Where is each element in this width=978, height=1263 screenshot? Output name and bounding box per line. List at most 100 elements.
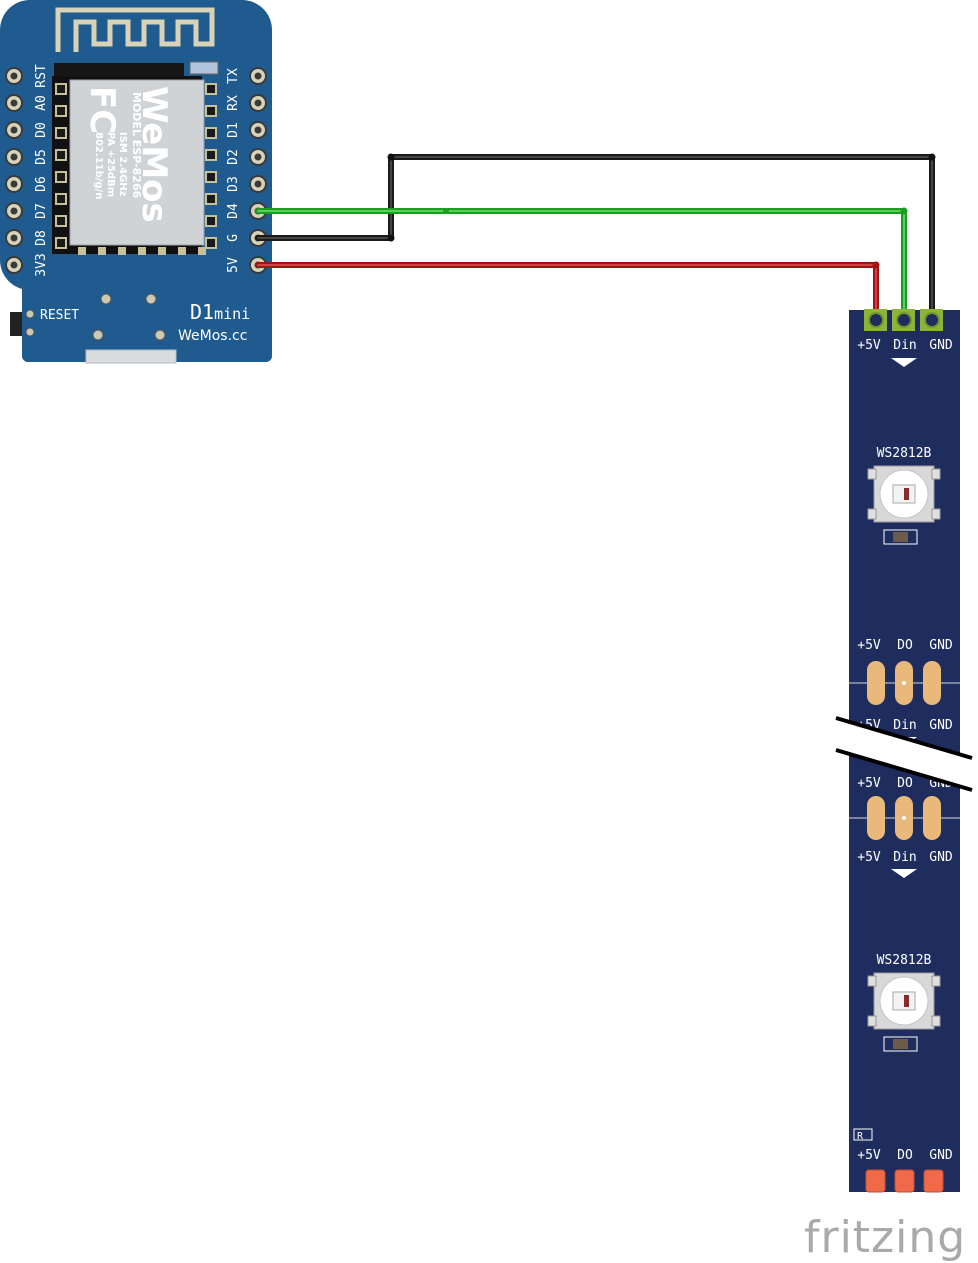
pad-gnd[interactable] [924,312,940,328]
left-pin-label: D0 [34,122,49,138]
module-wifi: 802.11b/g/n [93,132,104,199]
module-pad [205,171,217,183]
strip-pin-label: DO [897,1148,913,1163]
module-pad [138,247,146,255]
solder-pad[interactable] [923,796,941,840]
reset-label: RESET [40,308,79,323]
strip-pin-label: GND [929,338,953,353]
strip-pin-label: GND [929,638,953,653]
led-label: WS2812B [877,953,932,968]
module-pa: PA +25dBm [105,132,116,197]
module-pad [78,247,86,255]
led-lead [931,508,941,520]
led-label: WS2812B [877,446,932,461]
usb-port[interactable] [85,349,177,364]
reset-button[interactable] [10,312,22,336]
strip-pin-label: GND [929,718,953,733]
module-pad [55,237,67,249]
module-pad [55,193,67,205]
module-pad [55,83,67,95]
left-pin-label: 3V3 [34,253,49,276]
left-pin-hole [10,207,18,215]
left-pin-label: D7 [34,203,49,219]
led-lead [931,468,941,480]
pad-5v[interactable] [868,312,884,328]
module-pad [205,149,217,161]
board-name-sub: mini [214,305,250,323]
antenna-trace [55,7,215,52]
end-pad-5v[interactable] [865,1169,886,1193]
left-pin-label: D5 [34,149,49,165]
strip-pin-label: DO [897,638,913,653]
module-pad [205,83,217,95]
led-die-core [904,488,909,500]
module-pad [98,247,106,255]
solder-pad[interactable] [923,661,941,705]
module-pad [205,193,217,205]
left-pin-hole [10,72,18,80]
solder-pad[interactable] [867,796,885,840]
board-brand: WeMos.cc [178,328,247,344]
left-pin-hole [10,99,18,107]
strip-pin-label: +5V [857,638,881,653]
left-pin-hole [10,153,18,161]
module-pad [118,247,126,255]
led-die-core [904,995,909,1007]
left-pin-hole [10,261,18,269]
strip-pin-label: +5V [857,338,881,353]
led-lead [867,468,877,480]
module-text-group: WeMos FC MODEL ESP-8266 ISM 2.4GHz PA +2… [82,86,174,223]
right-pin-label: G [226,234,241,242]
module-model: MODEL ESP-8266 [130,92,143,199]
led-lead [867,508,877,520]
module-pad [205,127,217,139]
module-ism: ISM 2.4GHz [117,132,128,197]
strip-pin-label: +5V [857,776,881,791]
right-pin-label: D3 [226,176,241,192]
led-indicator [189,61,219,75]
module-pad [55,105,67,117]
board-name: D1mini [190,300,250,324]
right-pin-hole [254,153,262,161]
left-pin-hole [10,234,18,242]
module-pad [205,237,217,249]
module-side-pads [55,83,217,255]
left-pin-label: D6 [34,176,49,192]
strip-pin-label: GND [929,850,953,865]
module-pad [55,215,67,227]
left-pin-hole [10,180,18,188]
wire-5v-highlight [257,264,877,319]
direction-arrow-top [891,358,917,367]
led-capacitor-body [893,1039,908,1049]
esp-module-shield [69,79,205,246]
led-chips: WS2812B WS2812B [867,446,941,1052]
left-pin-hole [10,126,18,134]
strip-pin-label: +5V [857,850,881,865]
strip-input-pads [864,309,943,331]
led-lead [931,975,941,987]
module-pad [178,247,186,255]
strip-pin-label: Din [893,850,916,865]
cut-pad-groups [849,661,960,840]
wemos-d1-mini-board: WeMos FC MODEL ESP-8266 ISM 2.4GHz PA +2… [0,0,272,364]
pad-din[interactable] [896,312,912,328]
right-pin-label: 5V [226,257,241,273]
direction-arrow-lower [891,869,917,878]
module-fcc: FC [82,86,122,134]
right-pin-hole [254,72,262,80]
end-pad-do[interactable] [894,1169,915,1193]
wire-5v[interactable] [255,262,879,321]
right-pin-hole [254,180,262,188]
right-pin-label: TX [226,68,241,84]
solder-pad[interactable] [867,661,885,705]
end-pad-gnd[interactable] [923,1169,944,1193]
module-logo: WeMos [134,86,174,223]
pad-via [902,816,906,820]
right-pin-label: RX [226,95,241,111]
left-pin-label: RST [34,64,49,88]
mounting-holes [25,293,166,341]
